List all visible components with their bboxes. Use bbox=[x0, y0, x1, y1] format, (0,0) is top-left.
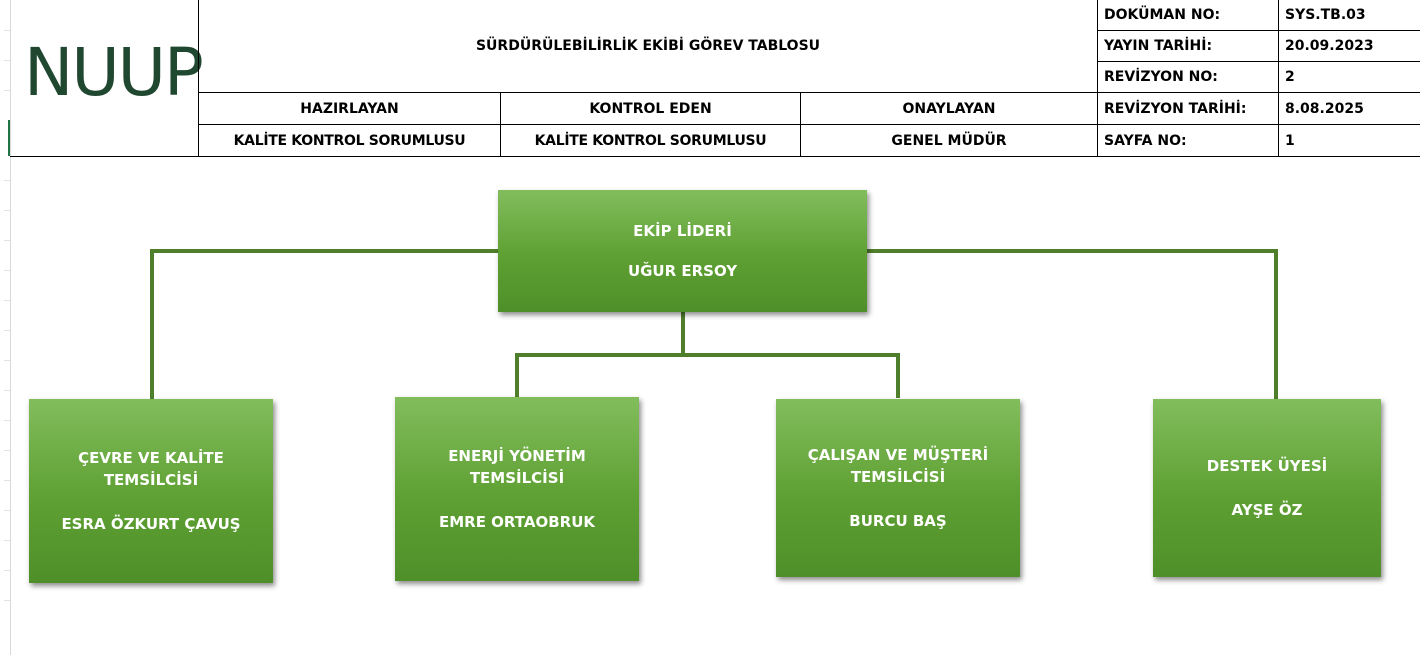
approval-person: KALİTE KONTROL SORUMLUSU bbox=[233, 132, 466, 149]
doc-info-value: 1 bbox=[1285, 132, 1295, 149]
person-name: ESRA ÖZKURT ÇAVUŞ bbox=[61, 515, 241, 533]
grid-line bbox=[198, 0, 199, 157]
doc-info-label: SAYFA NO: bbox=[1104, 132, 1187, 149]
team-leader-box: EKİP LİDERİ UĞUR ERSOY bbox=[498, 190, 867, 312]
company-logo: NUUP bbox=[24, 34, 204, 111]
row-tick bbox=[4, 30, 10, 31]
row-tick bbox=[4, 60, 10, 61]
row-tick bbox=[4, 570, 10, 571]
role-title: EKİP LİDERİ bbox=[633, 222, 732, 240]
row-tick bbox=[4, 510, 10, 511]
member-box: ÇEVRE VE KALİTE TEMSİLCİSİ ESRA ÖZKURT Ç… bbox=[29, 399, 273, 583]
person-name: BURCU BAŞ bbox=[849, 512, 947, 530]
approval-role-label: KONTROL EDEN bbox=[589, 100, 712, 117]
role-title: ÇEVRE VE KALİTE TEMSİLCİSİ bbox=[78, 449, 224, 489]
role-title: ENERJİ YÖNETİM TEMSİLCİSİ bbox=[448, 447, 586, 487]
row-tick bbox=[4, 300, 10, 301]
document-title: SÜRDÜRÜLEBİLİRLİK EKİBİ GÖREV TABLOSU bbox=[475, 38, 821, 54]
grid-line bbox=[198, 124, 1420, 125]
connector-leader-left bbox=[150, 249, 498, 400]
grid-line bbox=[800, 93, 801, 157]
approval-role-label: ONAYLAYAN bbox=[902, 100, 996, 117]
doc-info-label: YAYIN TARİHİ: bbox=[1104, 38, 1213, 54]
row-tick bbox=[4, 420, 10, 421]
row-tick bbox=[4, 240, 10, 241]
approval-person: GENEL MÜDÜR bbox=[891, 132, 1007, 149]
doc-info-label: DOKÜMAN NO: bbox=[1104, 7, 1221, 23]
member-box: DESTEK ÜYESİ AYŞE ÖZ bbox=[1153, 399, 1381, 577]
grid-line bbox=[1097, 30, 1420, 31]
document-header: NUUP SÜRDÜRÜLEBİLİRLİK EKİBİ GÖREV TABLO… bbox=[10, 0, 1420, 157]
row-tick bbox=[4, 390, 10, 391]
approval-role-label: HAZIRLAYAN bbox=[300, 100, 399, 117]
grid-line bbox=[1097, 0, 1098, 157]
person-name: UĞUR ERSOY bbox=[627, 262, 738, 280]
person-name: EMRE ORTAOBRUK bbox=[438, 513, 596, 531]
doc-info-label: REVİZYON NO: bbox=[1104, 69, 1218, 85]
doc-info-value: 20.09.2023 bbox=[1285, 38, 1374, 54]
row-tick bbox=[4, 210, 10, 211]
row-tick bbox=[4, 330, 10, 331]
grid-line bbox=[1278, 0, 1279, 157]
doc-info-value: SYS.TB.03 bbox=[1285, 7, 1366, 23]
active-cell-marker bbox=[8, 120, 10, 156]
row-tick bbox=[4, 540, 10, 541]
row-tick bbox=[4, 600, 10, 601]
grid-line bbox=[198, 92, 1420, 93]
person-name: AYŞE ÖZ bbox=[1231, 501, 1303, 519]
doc-info-value: 8.08.2025 bbox=[1285, 100, 1364, 117]
grid-line bbox=[1097, 61, 1420, 62]
connector-center-branch bbox=[515, 353, 900, 398]
connector-leader-right bbox=[867, 249, 1278, 400]
row-tick bbox=[4, 360, 10, 361]
grid-line bbox=[500, 93, 501, 157]
sheet-left-edge bbox=[0, 0, 11, 655]
member-box: ENERJİ YÖNETİM TEMSİLCİSİ EMRE ORTAOBRUK bbox=[395, 397, 639, 581]
role-title: ÇALIŞAN VE MÜŞTERİ TEMSİLCİSİ bbox=[807, 446, 989, 486]
grid-line bbox=[10, 156, 1420, 157]
row-tick bbox=[4, 180, 10, 181]
role-title: DESTEK ÜYESİ bbox=[1206, 457, 1328, 475]
row-tick bbox=[4, 450, 10, 451]
doc-info-value: 2 bbox=[1285, 69, 1295, 85]
member-box: ÇALIŞAN VE MÜŞTERİ TEMSİLCİSİ BURCU BAŞ bbox=[776, 399, 1020, 577]
row-tick bbox=[4, 480, 10, 481]
approval-person: KALİTE KONTROL SORUMLUSU bbox=[534, 132, 767, 149]
row-tick bbox=[4, 270, 10, 271]
row-tick bbox=[4, 90, 10, 91]
doc-info-label: REVİZYON TARİHİ: bbox=[1104, 100, 1247, 117]
